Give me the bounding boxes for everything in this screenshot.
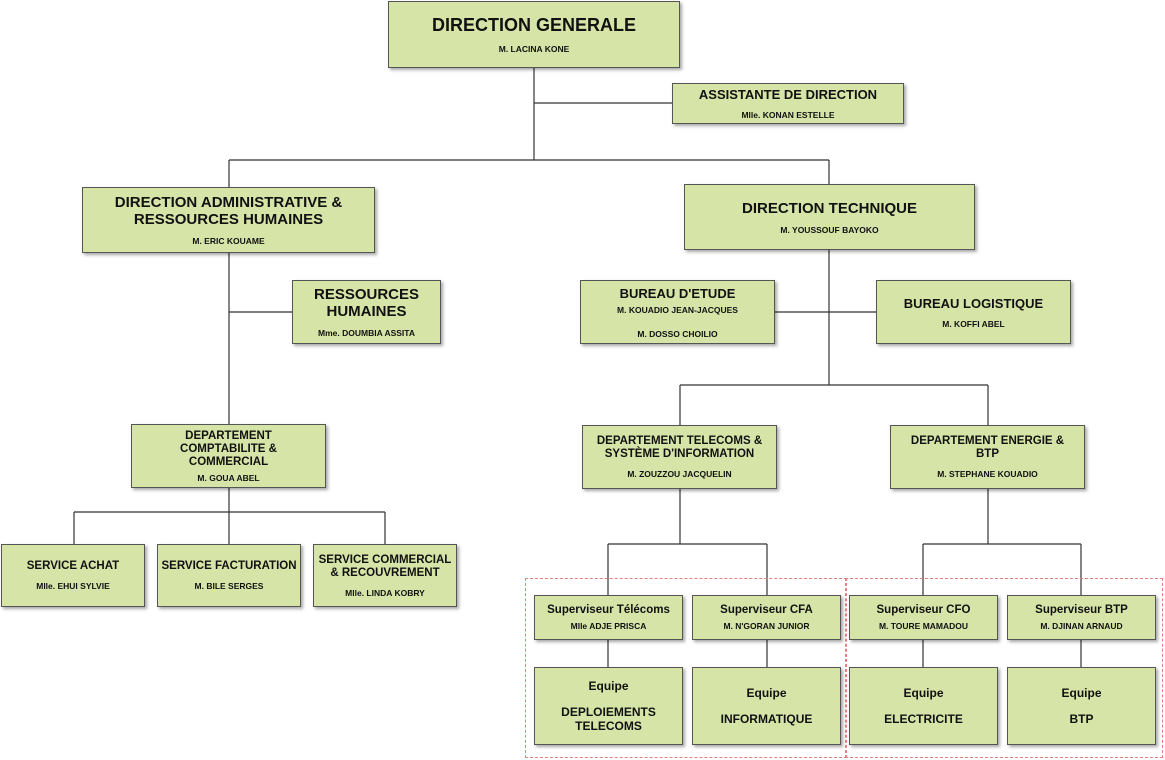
direction-administrative-box[interactable]: DIRECTION ADMINISTRATIVE & RESSOURCES HU… [82,187,375,253]
superviseur-cfa-box[interactable]: Superviseur CFA M. N'GORAN JUNIOR [692,595,841,640]
direction-generale-name: M. LACINA KONE [498,44,570,54]
sup-cfa-title: Superviseur CFA [720,604,813,616]
service-commercial-box[interactable]: SERVICE COMMERCIAL & RECOUVREMENT Mlle. … [313,544,457,607]
departement-energie-box[interactable]: DEPARTEMENT ENERGIE & BTP M. STEPHANE KO… [890,425,1085,489]
energie-name: M. STEPHANE KOUADIO [937,469,1038,479]
service-commercial-name: Mlle. LINDA KOBRY [345,587,425,598]
compta-title-line2: COMPTABILITE & [180,442,277,455]
direction-generale-title: DIRECTION GENERALE [431,15,636,35]
ressources-humaines-box[interactable]: RESSOURCES HUMAINES Mme. DOUMBIA ASSITA [292,280,441,344]
equipe-informatique-box[interactable]: Equipe INFORMATIQUE [692,667,841,745]
eq-info-label: Equipe [746,686,787,700]
superviseur-telecoms-box[interactable]: Superviseur Télécoms Mlle ADJE PRISCA [534,595,683,640]
service-facturation-box[interactable]: SERVICE FACTURATION M. BILE SERGES [157,544,301,607]
telecoms-title-line2: SYSTÈME D'INFORMATION [604,448,755,460]
eq-btp-label: Equipe [1061,686,1102,700]
equipe-btp-box[interactable]: Equipe BTP [1007,667,1156,745]
energie-title-line1: DEPARTEMENT ENERGIE & [910,435,1065,447]
energie-title-line2: BTP [976,448,999,460]
eq-btp-line1: BTP [1069,712,1094,726]
departement-comptabilite-box[interactable]: DEPARTEMENT COMPTABILITE & COMMERCIAL M.… [131,424,326,488]
sup-telecoms-title: Superviseur Télécoms [547,604,670,616]
bureau-logistique-title: BUREAU LOGISTIQUE [903,295,1044,311]
service-facturation-name: M. BILE SERGES [194,581,264,591]
service-commercial-title-line2: & RECOUVREMENT [330,566,440,579]
telecoms-name: M. ZOUZZOU JACQUELIN [627,469,732,479]
compta-name: M. GOUA ABEL [197,472,260,483]
bureau-logistique-name: M. KOFFI ABEL [942,318,1005,329]
bureau-logistique-box[interactable]: BUREAU LOGISTIQUE M. KOFFI ABEL [876,280,1071,344]
eq-telecoms-line2: TELECOMS [575,719,642,733]
sup-cfo-name: M. TOURE MAMADOU [878,621,969,631]
service-facturation-title: SERVICE FACTURATION [161,560,297,572]
daf-name: M. ERIC KOUAME [192,236,265,246]
sup-btp-name: M. DJINAN ARNAUD [1040,621,1123,631]
direction-technique-title: DIRECTION TECHNIQUE [741,199,917,217]
eq-info-line1: INFORMATIQUE [720,712,813,726]
direction-technique-name: M. YOUSSOUF BAYOKO [780,224,879,235]
telecoms-title-line1: DEPARTEMENT TELECOMS & [596,435,763,447]
assistante-title: ASSISTANTE DE DIRECTION [698,87,878,102]
assistante-direction-box[interactable]: ASSISTANTE DE DIRECTION Mlle. KONAN ESTE… [672,83,904,124]
eq-telecoms-label: Equipe [588,679,629,693]
departement-telecoms-box[interactable]: DEPARTEMENT TELECOMS & SYSTÈME D'INFORMA… [582,425,777,489]
sup-telecoms-name: Mlle ADJE PRISCA [570,621,647,631]
equipe-electricite-box[interactable]: Equipe ELECTRICITE [849,667,998,745]
superviseur-btp-box[interactable]: Superviseur BTP M. DJINAN ARNAUD [1007,595,1156,640]
direction-technique-box[interactable]: DIRECTION TECHNIQUE M. YOUSSOUF BAYOKO [684,184,975,250]
direction-generale-box[interactable]: DIRECTION GENERALE M. LACINA KONE [388,1,680,68]
compta-title-line3: COMMERCIAL [188,455,269,468]
superviseur-cfo-box[interactable]: Superviseur CFO M. TOURE MAMADOU [849,595,998,640]
rh-title-line2: HUMAINES [326,303,407,320]
eq-telecoms-line1: DEPLOIEMENTS [561,705,656,719]
rh-name: Mme. DOUMBIA ASSITA [318,328,415,338]
sup-cfo-title: Superviseur CFO [876,604,971,616]
service-commercial-title-line1: SERVICE COMMERCIAL [318,553,452,566]
rh-title-line1: RESSOURCES [313,286,420,303]
daf-title-line1: DIRECTION ADMINISTRATIVE & [114,194,343,211]
telecoms-group-outline [525,578,847,758]
sup-cfa-name: M. N'GORAN JUNIOR [723,621,810,631]
service-achat-box[interactable]: SERVICE ACHAT Mlle. EHUI SYLVIE [1,544,145,607]
eq-elec-label: Equipe [903,686,944,700]
bureau-etude-name1: M. KOUADIO JEAN-JACQUES [617,304,738,315]
assistante-name: Mlle. KONAN ESTELLE [741,110,835,120]
bureau-etude-box[interactable]: BUREAU D'ETUDE M. KOUADIO JEAN-JACQUES M… [580,280,775,344]
bureau-etude-title: BUREAU D'ETUDE [619,285,736,301]
service-achat-title: SERVICE ACHAT [26,560,120,572]
equipe-telecoms-box[interactable]: Equipe DEPLOIEMENTS TELECOMS [534,667,683,745]
sup-btp-title: Superviseur BTP [1035,604,1128,616]
bureau-etude-name2: M. DOSSO CHOILIO [637,328,718,339]
compta-title-line1: DEPARTEMENT [185,429,272,442]
eq-elec-line1: ELECTRICITE [884,712,963,726]
service-achat-name: Mlle. EHUI SYLVIE [36,581,110,591]
daf-title-line2: RESSOURCES HUMAINES [133,211,324,228]
energie-group-outline [845,578,1163,758]
